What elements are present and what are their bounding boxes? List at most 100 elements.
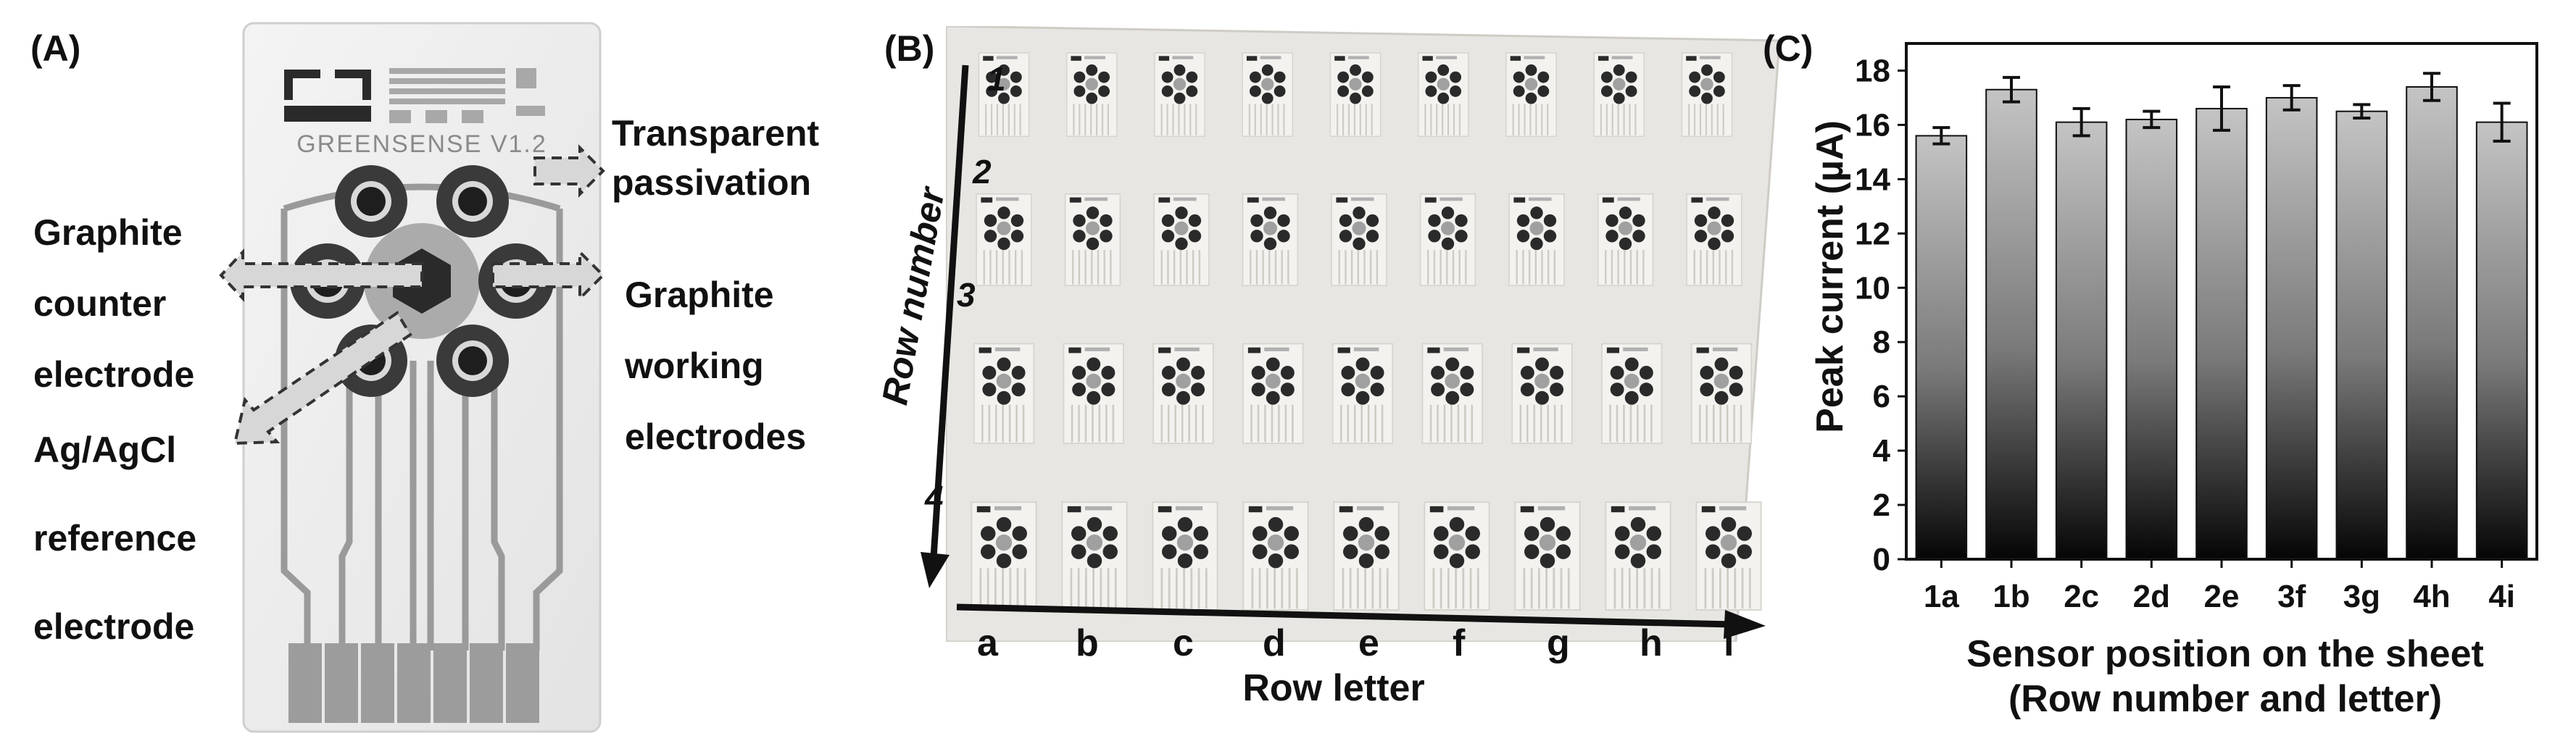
- error-bar-4h: [2423, 72, 2440, 102]
- bar-2c: [2055, 121, 2108, 560]
- error-bar-3g: [2353, 103, 2371, 120]
- row-letter-e: e: [1358, 622, 1379, 664]
- printed-sensor-sheet-photo: [946, 26, 1779, 642]
- x-tick-label: 4h: [2413, 579, 2450, 614]
- sensor-chip-photo: GREENSENSE V1.2: [241, 20, 603, 735]
- error-bar-3f: [2282, 84, 2301, 112]
- sheet-sensor: [1514, 501, 1581, 611]
- sheet-sensor: [1421, 343, 1483, 444]
- bar-2e: [2195, 107, 2248, 561]
- sheet-sensor: [1419, 193, 1476, 286]
- row-number-3: 3: [957, 276, 976, 314]
- x-tick-label: 2c: [2064, 579, 2099, 614]
- passivation-arrow: [533, 144, 605, 198]
- sheet-sensor: [1242, 193, 1299, 286]
- row-letter-g: g: [1547, 622, 1570, 664]
- row-letter-h: h: [1640, 622, 1663, 664]
- sheet-sensor: [1329, 52, 1382, 137]
- y-tick-label: 2: [1873, 488, 1890, 523]
- chart-x-axis-title-line2: (Row number and letter): [2008, 678, 2442, 720]
- row-letter-d: d: [1263, 622, 1286, 664]
- sheet-sensor: [1686, 193, 1742, 286]
- sheet-sensor: [1505, 52, 1557, 137]
- row-number-arrow: [921, 64, 969, 588]
- y-tick-label: 10: [1855, 270, 1890, 306]
- row-number-1: 1: [987, 60, 1006, 98]
- sheet-sensor: [1690, 343, 1753, 444]
- sheet-sensor: [973, 343, 1035, 444]
- bar-4i: [2475, 121, 2528, 560]
- x-tick-label: 3g: [2343, 579, 2380, 614]
- callout-transparent-passivation: Transparent passivation: [612, 113, 820, 203]
- working-electrode-arrow: [491, 248, 605, 302]
- panel-a-label: (A): [30, 28, 81, 69]
- y-tick-label: 4: [1873, 433, 1891, 469]
- bar-1b: [1985, 88, 2037, 560]
- sheet-sensor: [1153, 193, 1210, 286]
- bar-3f: [2265, 96, 2318, 560]
- chart-y-axis-title: Peak current (µA): [1809, 120, 1851, 433]
- row-letter-i: i: [1724, 622, 1734, 664]
- row-number-4: 4: [925, 479, 944, 516]
- sheet-sensor: [971, 501, 1037, 611]
- sheet-sensor: [1508, 193, 1565, 286]
- row-letter-b: b: [1076, 622, 1099, 664]
- callout-graphite-counter-electrode: Graphite counter electrode: [33, 212, 195, 395]
- sheet-sensor: [1065, 52, 1118, 137]
- sheet-sensor: [1333, 501, 1400, 611]
- y-tick-label: 12: [1855, 216, 1890, 251]
- sheet-sensor: [1061, 501, 1128, 611]
- panel-c-label: (C): [1763, 28, 1813, 69]
- bar-4h: [2406, 85, 2458, 561]
- sheet-sensor: [1593, 52, 1645, 137]
- row-number-2: 2: [973, 153, 992, 191]
- y-tick-label: 18: [1855, 53, 1890, 88]
- sheet-sensor: [1605, 501, 1671, 611]
- y-tick-label: 0: [1873, 542, 1890, 577]
- y-tick-label: 6: [1873, 379, 1890, 414]
- chart-x-axis-title-line1: Sensor position on the sheet: [1966, 633, 2484, 675]
- x-tick-label: 1a: [1924, 579, 1959, 614]
- panel-a-callout-arrows: [219, 144, 605, 445]
- sheet-sensor: [1152, 343, 1214, 444]
- x-tick-label: 1b: [1993, 579, 2029, 614]
- sheet-sensor: [1064, 193, 1121, 286]
- sheet-sensor: [1063, 343, 1124, 444]
- sheet-sensor: [1331, 193, 1387, 286]
- counter-electrode-arrow: [219, 248, 423, 303]
- bar-3g: [2335, 110, 2388, 561]
- sheet-sensor: [1695, 501, 1762, 611]
- chip-logo-text: GREENSENSE V1.2: [296, 130, 547, 158]
- sheet-sensor: [1242, 52, 1294, 137]
- sheet-sensor: [976, 193, 1032, 286]
- y-tick-label: 8: [1873, 325, 1890, 360]
- x-tick-label: 4i: [2488, 579, 2515, 614]
- sheet-sensor: [1681, 52, 1733, 137]
- row-letter-axis-label: Row letter: [1242, 667, 1425, 709]
- sheet-sensor: [1424, 501, 1490, 611]
- callout-graphite-working-electrodes: Graphite working electrodes: [625, 275, 807, 457]
- x-tick-label: 2d: [2133, 579, 2170, 614]
- y-tick-label: 16: [1855, 107, 1890, 143]
- sheet-sensor: [1152, 501, 1218, 611]
- panel-b-label: (B): [884, 28, 935, 69]
- sheet-sensor: [1417, 52, 1469, 137]
- error-bar-4i: [2493, 101, 2511, 143]
- error-bar-2c: [2072, 106, 2090, 138]
- callout-reference-electrode: Ag/AgCl reference electrode: [33, 430, 197, 647]
- error-bar-2e: [2213, 85, 2230, 132]
- sheet-sensor: [1242, 343, 1304, 444]
- row-letter-f: f: [1453, 622, 1466, 664]
- row-letter-arrow: [956, 603, 1766, 639]
- row-letter-a: a: [977, 622, 998, 664]
- error-bar-1a: [1932, 126, 1950, 146]
- bar-1a: [1915, 135, 1968, 560]
- error-bar-2d: [2143, 109, 2161, 130]
- y-tick-label: 14: [1855, 162, 1890, 197]
- sheet-sensor: [1511, 343, 1573, 444]
- sheet-sensor: [1331, 343, 1394, 444]
- sheet-sensor: [978, 52, 1030, 137]
- sheet-sensor: [1242, 501, 1309, 611]
- sheet-sensor: [1601, 343, 1663, 444]
